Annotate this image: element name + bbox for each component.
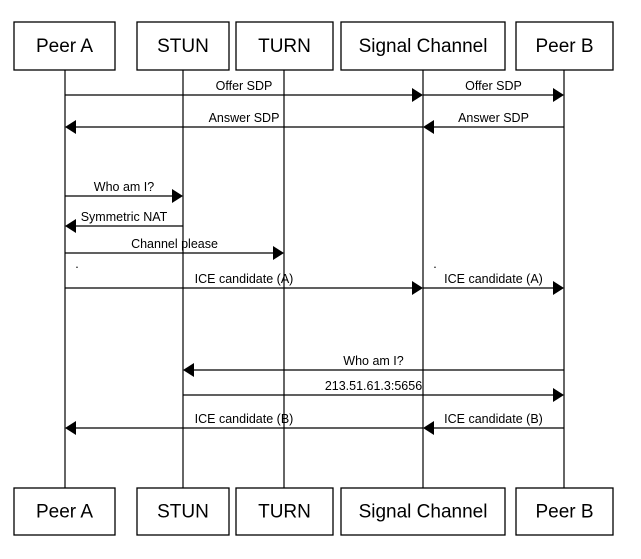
participant-header-peer-a[interactable]: Peer A xyxy=(13,21,116,71)
participant-label-signal-channel: Signal Channel xyxy=(359,502,488,523)
participant-label-turn: TURN xyxy=(258,36,311,57)
message-m6[interactable]: Symmetric NAT xyxy=(65,210,183,233)
message-label-m5: Who am I? xyxy=(94,180,154,194)
message-label-m12: ICE candidate (B) xyxy=(195,412,294,426)
participant-box-turn xyxy=(235,487,334,536)
message-label-m10: Who am I? xyxy=(343,354,403,368)
participant-header-layer: Peer A STUN TURN Signal Channel Peer B xyxy=(13,21,614,71)
message-label-m13: ICE candidate (B) xyxy=(444,412,543,426)
participant-box-signal-channel xyxy=(340,487,506,536)
participant-label-peer-b: Peer B xyxy=(535,36,593,57)
message-arrowhead-m11 xyxy=(553,388,564,402)
participant-box-stun xyxy=(136,21,230,71)
message-label-m6: Symmetric NAT xyxy=(81,210,168,224)
participant-footer-peer-b[interactable]: Peer B xyxy=(515,487,614,536)
participant-box-signal-channel xyxy=(340,21,506,71)
message-label-m8: ICE candidate (A) xyxy=(195,272,294,286)
message-label-m2: Offer SDP xyxy=(465,79,522,93)
marks-layer: .. xyxy=(75,257,436,271)
participant-footer-turn[interactable]: TURN xyxy=(235,487,334,536)
message-label-m4: Answer SDP xyxy=(458,111,529,125)
participant-box-peer-b xyxy=(515,487,614,536)
message-arrowhead-m1 xyxy=(412,88,423,102)
message-arrowhead-m6 xyxy=(65,219,76,233)
participant-label-stun: STUN xyxy=(157,36,209,57)
message-label-m9: ICE candidate (A) xyxy=(444,272,543,286)
message-m7[interactable]: Channel please xyxy=(65,237,284,260)
message-arrowhead-m8 xyxy=(412,281,423,295)
participant-label-peer-a: Peer A xyxy=(36,36,93,57)
participant-box-peer-a xyxy=(13,487,116,536)
message-m3[interactable]: Answer SDP xyxy=(65,111,423,134)
message-arrowhead-m10 xyxy=(183,363,194,377)
participant-header-stun[interactable]: STUN xyxy=(136,21,230,71)
message-label-m11: 213.51.61.3:5656 xyxy=(325,379,422,393)
message-m9[interactable]: ICE candidate (A) xyxy=(423,272,564,295)
participant-footer-signal-channel[interactable]: Signal Channel xyxy=(340,487,506,536)
participant-label-signal-channel: Signal Channel xyxy=(359,36,488,57)
participant-header-peer-b[interactable]: Peer B xyxy=(515,21,614,71)
message-arrowhead-m4 xyxy=(423,120,434,134)
participant-box-peer-a xyxy=(13,21,116,71)
messages-layer: Offer SDP Offer SDP Answer SDP Answer SDP Wh… xyxy=(65,79,564,435)
message-label-m7: Channel please xyxy=(131,237,218,251)
message-arrowhead-m5 xyxy=(172,189,183,203)
message-arrowhead-m12 xyxy=(65,421,76,435)
participant-header-signal-channel[interactable]: Signal Channel xyxy=(340,21,506,71)
message-m10[interactable]: Who am I? xyxy=(183,354,564,377)
participant-label-turn: TURN xyxy=(258,502,311,523)
participant-footer-peer-a[interactable]: Peer A xyxy=(13,487,116,536)
message-arrowhead-m2 xyxy=(553,88,564,102)
participant-box-turn xyxy=(235,21,334,71)
stray-dot-mark-2: . xyxy=(433,257,436,271)
message-arrowhead-m13 xyxy=(423,421,434,435)
message-label-m1: Offer SDP xyxy=(216,79,273,93)
participant-footer-layer: Peer A STUN TURN Signal Channel Peer B xyxy=(13,487,614,536)
participant-label-stun: STUN xyxy=(157,502,209,523)
participant-box-stun xyxy=(136,487,230,536)
participant-label-peer-a: Peer A xyxy=(36,502,93,523)
message-arrowhead-m9 xyxy=(553,281,564,295)
message-m13[interactable]: ICE candidate (B) xyxy=(423,412,564,435)
message-m8[interactable]: ICE candidate (A) xyxy=(65,272,423,295)
stray-dot-mark-1: . xyxy=(75,257,78,271)
message-m2[interactable]: Offer SDP xyxy=(423,79,564,102)
message-m5[interactable]: Who am I? xyxy=(65,180,183,203)
participant-box-peer-b xyxy=(515,21,614,71)
message-m12[interactable]: ICE candidate (B) xyxy=(65,412,423,435)
message-m11[interactable]: 213.51.61.3:5656 xyxy=(183,379,564,402)
message-m1[interactable]: Offer SDP xyxy=(65,79,423,102)
message-arrowhead-m7 xyxy=(273,246,284,260)
message-m4[interactable]: Answer SDP xyxy=(423,111,564,134)
message-arrowhead-m3 xyxy=(65,120,76,134)
message-label-m3: Answer SDP xyxy=(209,111,280,125)
lifelines-layer xyxy=(64,70,565,488)
participant-label-peer-b: Peer B xyxy=(535,502,593,523)
participant-footer-stun[interactable]: STUN xyxy=(136,487,230,536)
participant-header-turn[interactable]: TURN xyxy=(235,21,334,71)
